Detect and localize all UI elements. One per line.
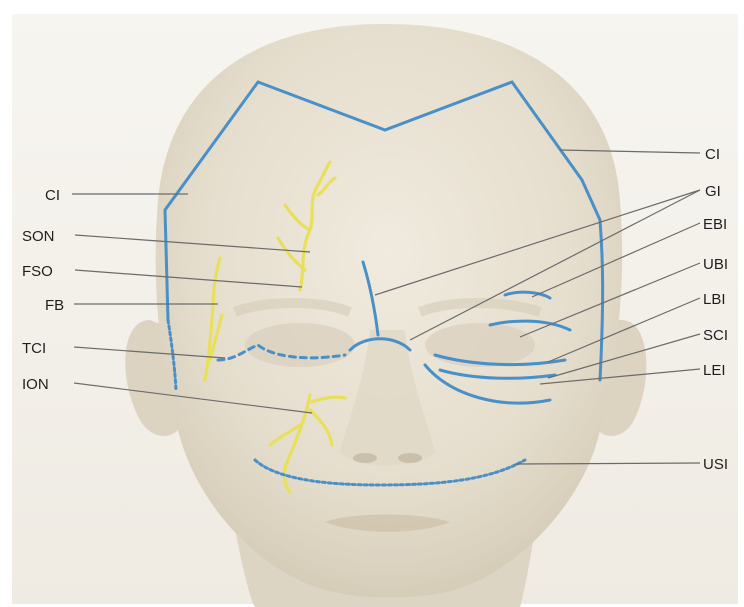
label-fb: FB xyxy=(45,297,64,314)
label-fso: FSO xyxy=(22,263,53,280)
label-ci-right: CI xyxy=(705,146,720,163)
label-ci-left: CI xyxy=(45,187,60,204)
right-eye-socket xyxy=(425,323,535,367)
right-nostril xyxy=(398,453,422,463)
left-eye-socket xyxy=(245,323,355,367)
label-ubi: UBI xyxy=(703,256,728,273)
head-shape xyxy=(156,24,622,598)
label-son: SON xyxy=(22,228,55,245)
label-ebi: EBI xyxy=(703,216,727,233)
label-sci: SCI xyxy=(703,327,728,344)
label-gi: GI xyxy=(705,183,721,200)
label-ion: ION xyxy=(22,376,49,393)
label-tci: TCI xyxy=(22,340,46,357)
left-nostril xyxy=(353,453,377,463)
label-lbi: LBI xyxy=(703,291,726,308)
label-lei: LEI xyxy=(703,362,726,379)
label-usi: USI xyxy=(703,456,728,473)
